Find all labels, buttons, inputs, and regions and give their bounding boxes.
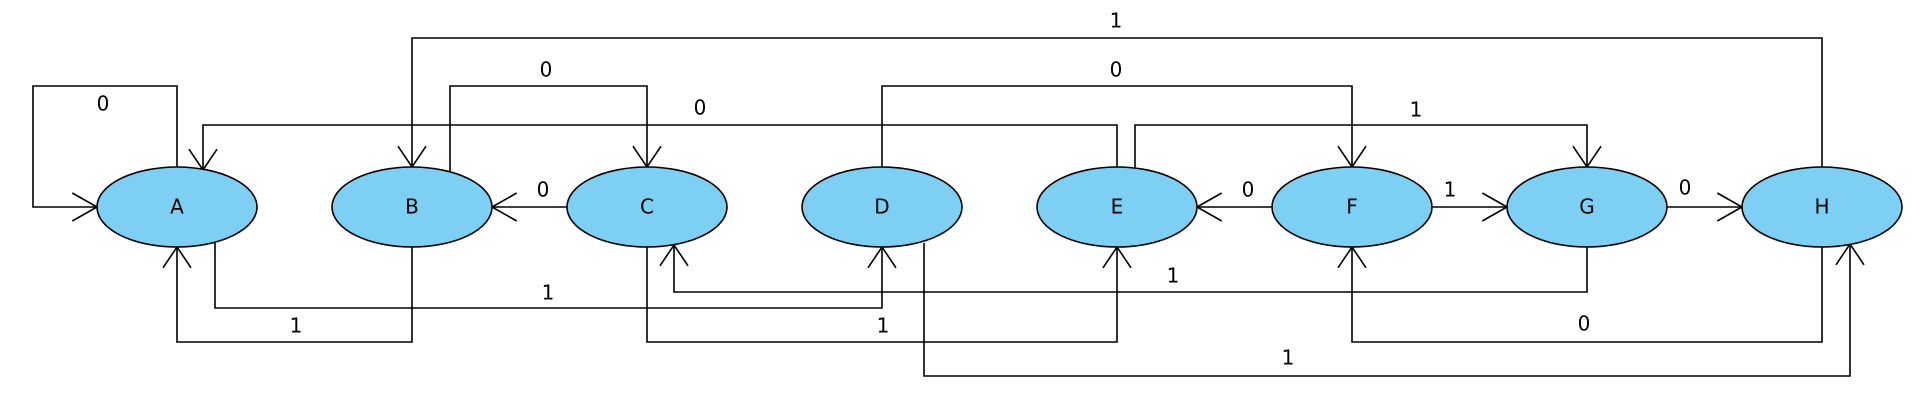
node-ellipse-e bbox=[1036, 166, 1198, 248]
edge-b-to-c: 0 bbox=[449, 58, 662, 172]
node-label-b: B bbox=[405, 195, 419, 219]
node-a[interactable]: A bbox=[96, 166, 258, 248]
node-label-c: C bbox=[640, 195, 654, 219]
edge-a-to-a: 0 bbox=[32, 85, 178, 222]
node-ellipse-c bbox=[566, 166, 728, 248]
node-ellipse-a bbox=[96, 166, 258, 248]
edge-h-to-b: 1 bbox=[397, 9, 1823, 169]
edge-g-to-h: 0 bbox=[1667, 176, 1744, 222]
node-label-d: D bbox=[874, 195, 889, 219]
node-label-e: E bbox=[1111, 195, 1124, 219]
edge-d-to-f: 0 bbox=[881, 58, 1367, 169]
node-label-a: A bbox=[170, 195, 184, 219]
edge-label-c-to-b: 0 bbox=[537, 178, 550, 202]
edge-line-b-to-a bbox=[176, 247, 413, 343]
edge-label-g-to-h: 0 bbox=[1679, 176, 1692, 200]
edge-line-b-to-c bbox=[449, 85, 648, 172]
edge-label-a-to-d: 1 bbox=[542, 281, 555, 305]
edge-f-to-g: 1 bbox=[1432, 178, 1509, 222]
node-f[interactable]: F bbox=[1271, 166, 1433, 248]
edge-a-to-d: 1 bbox=[214, 243, 897, 309]
edge-label-h-to-b: 1 bbox=[1110, 9, 1123, 33]
node-ellipse-b bbox=[331, 166, 493, 248]
edge-label-b-to-c: 0 bbox=[540, 58, 553, 82]
edge-label-f-to-e: 0 bbox=[1242, 178, 1255, 202]
edge-line-g-to-c bbox=[673, 245, 1588, 293]
edge-label-h-to-f: 0 bbox=[1578, 312, 1591, 336]
edge-label-e-to-a: 0 bbox=[694, 96, 707, 120]
node-ellipse-f bbox=[1271, 166, 1433, 248]
edge-line-d-to-h bbox=[923, 243, 1851, 377]
edge-label-f-to-g: 1 bbox=[1444, 178, 1457, 202]
node-ellipse-d bbox=[801, 166, 963, 248]
node-h[interactable]: H bbox=[1741, 166, 1903, 248]
edge-line-c-to-e bbox=[646, 247, 1118, 343]
edge-b-to-a: 1 bbox=[162, 245, 413, 343]
node-c[interactable]: C bbox=[566, 166, 728, 248]
edge-line-h-to-f bbox=[1351, 247, 1823, 343]
edge-c-to-e: 1 bbox=[646, 245, 1132, 343]
edge-line-e-to-a bbox=[202, 124, 1118, 170]
node-d[interactable]: D bbox=[801, 166, 963, 248]
node-ellipse-h bbox=[1741, 166, 1903, 248]
edge-line-a-to-a bbox=[32, 85, 178, 208]
edge-line-a-to-d bbox=[214, 243, 883, 309]
edge-label-c-to-e: 1 bbox=[877, 314, 890, 338]
nodes-layer: A B C D E F G H bbox=[96, 166, 1903, 248]
node-b[interactable]: B bbox=[331, 166, 493, 248]
edge-label-e-to-g: 1 bbox=[1410, 98, 1423, 122]
edge-line-e-to-g bbox=[1134, 124, 1588, 168]
edge-e-to-g: 1 bbox=[1134, 98, 1602, 169]
edge-label-d-to-f: 0 bbox=[1110, 58, 1123, 82]
edge-h-to-f: 0 bbox=[1337, 245, 1823, 343]
edge-line-h-to-b bbox=[411, 37, 1823, 167]
edge-g-to-c: 1 bbox=[659, 243, 1588, 293]
edge-label-a-to-a: 0 bbox=[97, 92, 110, 116]
edge-f-to-e: 0 bbox=[1195, 178, 1272, 222]
node-g[interactable]: G bbox=[1506, 166, 1668, 248]
node-label-g: G bbox=[1579, 195, 1595, 219]
edge-d-to-h: 1 bbox=[923, 242, 1865, 377]
node-e[interactable]: E bbox=[1036, 166, 1198, 248]
edge-line-d-to-f bbox=[881, 85, 1353, 167]
node-ellipse-g bbox=[1506, 166, 1668, 248]
edge-label-d-to-h: 1 bbox=[1282, 346, 1295, 370]
edge-label-g-to-c: 1 bbox=[1167, 264, 1180, 288]
edge-c-to-b: 0 bbox=[490, 178, 567, 222]
node-label-h: H bbox=[1814, 195, 1829, 219]
node-label-f: F bbox=[1346, 195, 1358, 219]
edge-label-b-to-a: 1 bbox=[290, 314, 303, 338]
